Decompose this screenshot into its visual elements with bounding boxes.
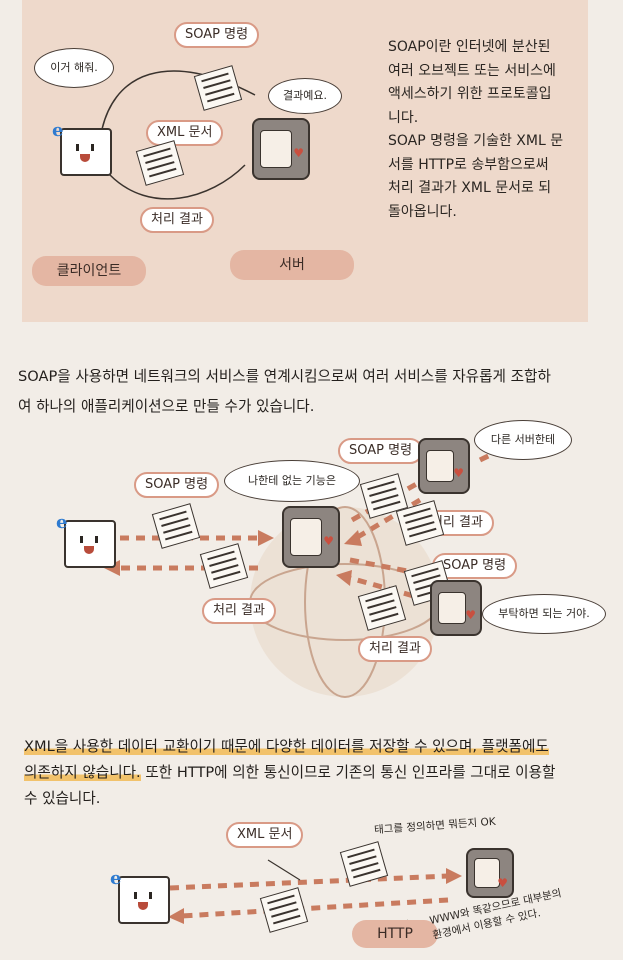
client-character: e: [56, 512, 116, 568]
bottom-speech-bubble: 부탁하면 되는 거야.: [482, 594, 606, 634]
result-bottom-label: 처리 결과: [358, 636, 432, 662]
description-line: 액세스하기 위한 프로토콜입: [388, 86, 552, 102]
browser-e-icon: e: [52, 120, 64, 141]
highlighted-text: XML을 사용한 데이터 교환이기 때문에 다양한 데이터를 저장할 수 있으며…: [24, 738, 549, 755]
center-server-character: ♥: [282, 506, 340, 568]
server-speech-bubble: 결과예요.: [268, 78, 342, 114]
panel-description: SOAP이란 인터넷에 분산된 여러 오브젝트 또는 서비스에 액세스하기 위한…: [388, 36, 584, 224]
server-character: ♥: [252, 118, 310, 180]
paragraph-text: 또한 HTTP에 의한 통신이므로 기존의 통신 인프라를 그대로 이용할: [140, 764, 556, 781]
browser-e-icon: e: [56, 512, 68, 533]
server-character: ♥: [466, 848, 514, 898]
soap-command-top-label: SOAP 명령: [338, 438, 424, 464]
heart-icon: ♥: [323, 534, 334, 548]
xml-document-label: XML 문서: [146, 120, 224, 146]
top-server-character: ♥: [418, 438, 470, 494]
description-line: 처리 결과가 XML 문서로 되: [388, 180, 552, 196]
heart-icon: ♥: [453, 466, 464, 480]
description-line: SOAP이란 인터넷에 분산된: [388, 39, 551, 55]
result-left-label: 처리 결과: [202, 598, 276, 624]
heart-icon: ♥: [497, 876, 508, 890]
paragraph-soap-services: SOAP을 사용하면 네트워크의 서비스를 연계시킴으로써 여러 서비스를 자유…: [18, 362, 618, 422]
xml-document-label: XML 문서: [226, 822, 304, 848]
client-speech-bubble: 이거 해줘.: [34, 48, 114, 88]
client-pill: 클라이언트: [32, 256, 146, 286]
paragraph-xml-benefits: XML을 사용한 데이터 교환이기 때문에 다양한 데이터를 저장할 수 있으며…: [24, 734, 620, 812]
client-character: e: [110, 868, 170, 924]
center-speech-bubble: 나한테 없는 기능은: [224, 460, 360, 502]
paragraph-line: XML을 사용한 데이터 교환이기 때문에 다양한 데이터를 저장할 수 있으며…: [24, 734, 620, 760]
paragraph-line: 수 있습니다.: [24, 790, 101, 807]
soap-command-left-label: SOAP 명령: [134, 472, 220, 498]
heart-icon: ♥: [465, 608, 476, 622]
description-line: 니다.: [388, 109, 419, 126]
http-pill: HTTP: [352, 920, 438, 948]
description-line: 서를 HTTP로 송부함으로써: [388, 156, 549, 173]
result-label: 처리 결과: [140, 207, 214, 233]
description-line: 여러 오브젝트 또는 서비스에: [388, 62, 556, 79]
highlighted-text: 의존하지 않습니다.: [24, 764, 141, 781]
description-line: SOAP 명령을 기술한 XML 문: [388, 133, 564, 149]
paragraph-line: 여 하나의 애플리케이션으로 만들 수가 있습니다.: [18, 398, 315, 415]
xml-http-diagram: [168, 859, 462, 937]
top-speech-bubble: 다른 서버한테: [474, 420, 572, 460]
client-character: e: [52, 120, 112, 176]
soap-command-label: SOAP 명령: [174, 22, 260, 48]
browser-e-icon: e: [110, 868, 122, 889]
description-line: 돌아옵니다.: [388, 203, 457, 220]
server-pill: 서버: [230, 250, 354, 280]
paragraph-line: 의존하지 않습니다. 또한 HTTP에 의한 통신이므로 기존의 통신 인프라를…: [24, 760, 620, 786]
paragraph-line: SOAP을 사용하면 네트워크의 서비스를 연계시킴으로써 여러 서비스를 자유…: [18, 368, 551, 385]
heart-icon: ♥: [293, 146, 304, 160]
bottom-server-character: ♥: [430, 580, 482, 636]
